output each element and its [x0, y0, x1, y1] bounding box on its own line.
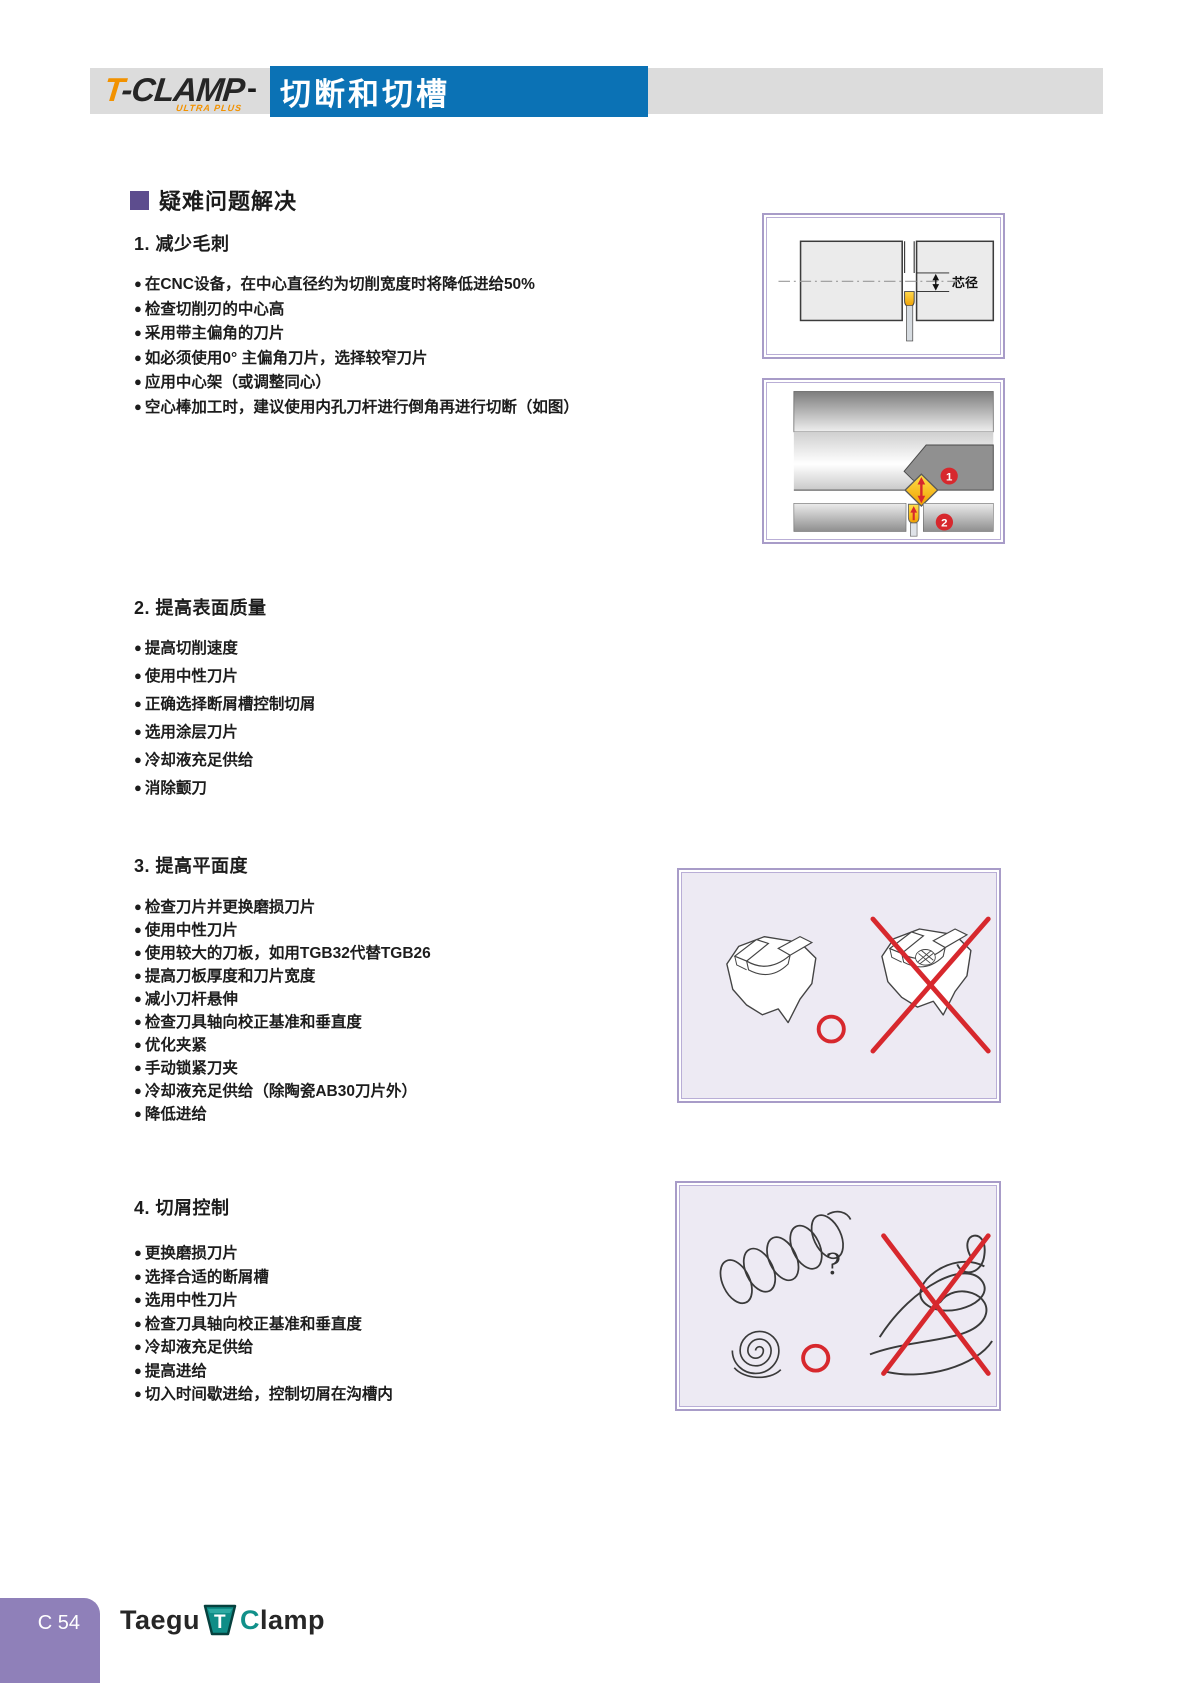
list-item: 选用涂层刀片 — [134, 718, 654, 746]
list-item: 更换磨损刀片 — [134, 1242, 654, 1266]
feed-arrow-2 — [910, 506, 918, 521]
section-heading: 疑难问题解决 — [130, 184, 297, 216]
tangled-chip — [869, 1234, 993, 1376]
page-title: 切断和切槽 — [280, 77, 450, 112]
footer-brand: Taegu T Clamp — [120, 1600, 325, 1640]
section-title: 3. 提高平面度 — [134, 856, 249, 876]
bullet-list: 更换磨损刀片 选择合适的断屑槽 选用中性刀片 检查刀具轴向校正基准和垂直度 冷却… — [134, 1242, 654, 1407]
list-item: 使用中性刀片 — [134, 662, 654, 690]
list-item: 检查切削刃的中心高 — [134, 297, 654, 322]
question-mark: ? — [825, 1247, 841, 1281]
watch-spring-chip — [731, 1330, 782, 1379]
step-marker-2: 2 — [935, 513, 954, 531]
list-item: 提高刀板厚度和刀片宽度 — [134, 965, 654, 988]
list-item: 在CNC设备，在中心直径约为切削宽度时将降低进给50% — [134, 272, 654, 297]
purple-square-icon — [130, 190, 149, 210]
figure-pocket-condition — [677, 868, 1001, 1103]
section-chip-control: 4. 切屑控制 更换磨损刀片 选择合适的断屑槽 选用中性刀片 检查刀具轴向校正基… — [134, 1194, 654, 1407]
extension-lines — [916, 272, 950, 293]
pocket-good — [726, 935, 817, 1024]
parting-core-diagram: 芯径 — [778, 240, 995, 342]
brand-taegu: Taegu — [120, 1604, 201, 1635]
section-reduce-burr: 1. 减少毛刺 在CNC设备，在中心直径约为切削宽度时将降低进给50% 检查切削… — [134, 230, 654, 419]
list-item: 消除颤刀 — [134, 774, 654, 802]
cutoff-blade — [910, 522, 918, 537]
parting-insert — [904, 291, 915, 307]
list-item: 提高切削速度 — [134, 634, 654, 662]
list-item: 冷却液充足供给 — [134, 746, 654, 774]
list-item: 使用较大的刀板，如用TGB32代替TGB26 — [134, 942, 654, 965]
red-cross — [881, 1233, 991, 1376]
section-surface-quality: 2. 提高表面质量 提高切削速度 使用中性刀片 正确选择断屑槽控制切屑 选用涂层… — [134, 594, 654, 802]
tclamp-logo: T-CLAMP ULTRA PLUS — [102, 71, 246, 113]
list-item: 应用中心架（或调整同心） — [134, 370, 654, 395]
figure-core-diameter: 芯径 — [762, 213, 1005, 359]
list-item: 检查刀具轴向校正基准和垂直度 — [134, 1313, 654, 1337]
bullet-list: 检查刀片并更换磨损刀片 使用中性刀片 使用较大的刀板，如用TGB32代替TGB2… — [134, 896, 654, 1126]
damage-hatch — [915, 949, 936, 966]
tclamp-logo-text: T-CLAMP — [102, 71, 246, 108]
list-item: 选择合适的断屑槽 — [134, 1266, 654, 1290]
section-flatness: 3. 提高平面度 检查刀片并更换磨损刀片 使用中性刀片 使用较大的刀板，如用TG… — [134, 852, 654, 1126]
list-item: 采用带主偏角的刀片 — [134, 321, 654, 346]
bar-lower-wall-right — [923, 503, 994, 532]
list-item: 空心棒加工时，建议使用内孔刀杆进行倒角再进行切断（如图） — [134, 395, 654, 420]
brand-clamp: Clamp — [240, 1605, 325, 1636]
brand-clamp-c: C — [240, 1604, 261, 1635]
list-item: 使用中性刀片 — [134, 919, 654, 942]
brand-clamp-rest: lamp — [260, 1604, 326, 1635]
pocket-damaged — [881, 928, 972, 1016]
red-cross — [870, 916, 991, 1054]
header-dash: - — [247, 72, 257, 105]
list-item: 减小刀杆悬伸 — [134, 988, 654, 1011]
list-item: 优化夹紧 — [134, 1034, 654, 1057]
section-title: 2. 提高表面质量 — [134, 598, 267, 618]
list-item: 切入时间歇进给，控制切屑在沟槽内 — [134, 1383, 654, 1407]
core-diameter-label: 芯径 — [952, 275, 978, 290]
shield-letter: T — [214, 1612, 226, 1633]
list-item: 冷却液充足供给（除陶瓷AB30刀片外） — [134, 1080, 654, 1103]
svg-text:1: 1 — [946, 471, 953, 483]
svg-text:2: 2 — [941, 517, 947, 529]
section-title: 1. 减少毛刺 — [134, 234, 230, 254]
figure-hollow-bar: 1 2 — [762, 378, 1005, 544]
bullet-list: 在CNC设备，在中心直径约为切削宽度时将降低进给50% 检查切削刃的中心高 采用… — [134, 272, 654, 419]
pocket-comparison-diagram — [726, 916, 991, 1054]
tclamp-shield-icon: T — [203, 1604, 237, 1636]
chip-forms-diagram: ? — [719, 1210, 993, 1379]
parting-blade — [906, 305, 914, 342]
list-item: 手动锁紧刀夹 — [134, 1057, 654, 1080]
list-item: 冷却液充足供给 — [134, 1336, 654, 1360]
list-item: 检查刀片并更换磨损刀片 — [134, 896, 654, 919]
page-number-tab: C 54 — [0, 1598, 100, 1683]
ok-circle — [816, 1014, 846, 1044]
ok-circle — [801, 1343, 831, 1373]
bullet-list: 提高切削速度 使用中性刀片 正确选择断屑槽控制切屑 选用涂层刀片 冷却液充足供给… — [134, 634, 654, 802]
hollow-bar-diagram: 1 2 — [793, 391, 994, 537]
figure-chip-forms: ? — [675, 1181, 1001, 1411]
header-blue-bar: 切断和切槽 — [270, 66, 648, 117]
list-item: 选用中性刀片 — [134, 1289, 654, 1313]
bar-outer-wall — [793, 391, 994, 433]
feed-arrow-1 — [917, 476, 926, 504]
cut-channel — [904, 241, 915, 273]
section-title: 4. 切屑控制 — [134, 1198, 230, 1218]
list-item: 检查刀具轴向校正基准和垂直度 — [134, 1011, 654, 1034]
page-number: C 54 — [37, 1612, 80, 1634]
bar-lower-wall-left — [793, 503, 907, 532]
list-item: 正确选择断屑槽控制切屑 — [134, 690, 654, 718]
step-marker-1: 1 — [940, 467, 958, 485]
list-item: 如必须使用0° 主偏角刀片，选择较窄刀片 — [134, 346, 654, 371]
list-item: 提高进给 — [134, 1360, 654, 1384]
list-item: 降低进给 — [134, 1103, 654, 1126]
dimension-arrow — [932, 273, 940, 291]
spiral-coil-chip — [719, 1210, 852, 1305]
section-heading-text: 疑难问题解决 — [159, 189, 298, 214]
